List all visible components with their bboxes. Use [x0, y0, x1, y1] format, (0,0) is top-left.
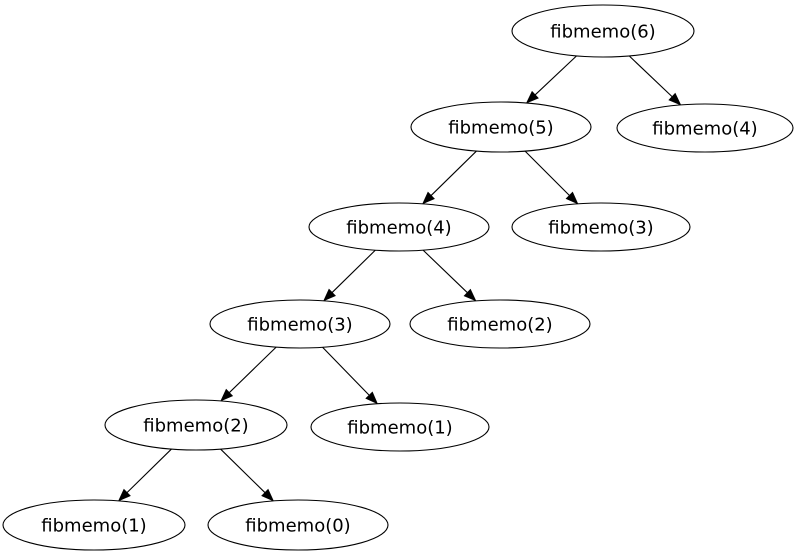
node-label: fibmemo(1) — [41, 516, 146, 537]
node-ellipse-shape[interactable] — [104, 399, 288, 451]
edge-line — [331, 249, 376, 293]
edges-layer — [117, 55, 682, 502]
graph-edge — [422, 249, 477, 302]
edge-line — [126, 448, 172, 493]
graph-edge — [628, 55, 682, 106]
node-ellipse-shape[interactable] — [409, 299, 591, 349]
graph-node[interactable]: fibmemo(2) — [409, 299, 591, 349]
graph-edge — [422, 150, 477, 205]
graph-node[interactable]: fibmemo(2) — [104, 399, 288, 451]
node-ellipse-shape[interactable] — [410, 101, 592, 153]
graph-edge — [220, 448, 275, 502]
graph-node[interactable]: fibmemo(5) — [410, 101, 592, 153]
edge-line — [524, 150, 570, 196]
edge-line — [220, 448, 266, 493]
graph-edge — [220, 346, 277, 402]
graph-node[interactable]: fibmemo(1) — [2, 499, 186, 551]
node-label: fibmemo(2) — [143, 416, 248, 437]
graph-node[interactable]: fibmemo(4) — [308, 202, 490, 252]
graph-node[interactable]: fibmemo(6) — [511, 4, 695, 58]
graph-edge — [524, 150, 579, 205]
node-ellipse-shape[interactable] — [207, 499, 389, 551]
node-ellipse-shape[interactable] — [310, 402, 490, 452]
node-label: fibmemo(0) — [245, 516, 350, 537]
node-ellipse-shape[interactable] — [2, 499, 186, 551]
edge-arrowhead-icon — [668, 92, 682, 106]
node-label: fibmemo(5) — [448, 118, 553, 139]
edge-arrowhead-icon — [117, 488, 131, 502]
graph-edge — [117, 448, 172, 502]
edge-line — [628, 55, 673, 98]
graph-node[interactable]: fibmemo(0) — [207, 499, 389, 551]
nodes-layer: fibmemo(6) fibmemo(5) fibmemo(4) fibmemo(4)… — [2, 4, 794, 551]
edge-arrowhead-icon — [220, 388, 234, 402]
edge-arrowhead-icon — [463, 288, 477, 302]
node-label: fibmemo(3) — [548, 218, 653, 239]
edge-arrowhead-icon — [365, 391, 379, 405]
graph-node[interactable]: fibmemo(3) — [209, 299, 391, 349]
edge-arrowhead-icon — [422, 191, 435, 205]
node-ellipse-shape[interactable] — [511, 202, 691, 252]
node-label: fibmemo(4) — [652, 119, 757, 140]
edge-line — [228, 346, 277, 393]
edge-line — [422, 249, 468, 293]
node-ellipse-shape[interactable] — [511, 4, 695, 58]
node-ellipse-shape[interactable] — [308, 202, 490, 252]
edge-arrowhead-icon — [323, 288, 336, 302]
graph-node[interactable]: fibmemo(4) — [616, 103, 794, 153]
graph-edge — [322, 346, 379, 405]
edge-arrowhead-icon — [565, 191, 579, 205]
node-label: fibmemo(3) — [247, 315, 352, 336]
node-label: fibmemo(2) — [447, 315, 552, 336]
node-ellipse-shape[interactable] — [616, 103, 794, 153]
node-ellipse-shape[interactable] — [209, 299, 391, 349]
graph-edge — [323, 249, 376, 302]
graph-edge — [525, 55, 577, 104]
node-label: fibmemo(1) — [347, 418, 452, 439]
node-label: fibmemo(4) — [346, 218, 451, 239]
node-label: fibmemo(6) — [550, 22, 655, 43]
edge-arrowhead-icon — [261, 488, 275, 502]
graph-node[interactable]: fibmemo(1) — [310, 402, 490, 452]
edge-line — [534, 55, 577, 96]
edge-line — [322, 346, 370, 396]
edge-line — [430, 150, 477, 196]
graph-node[interactable]: fibmemo(3) — [511, 202, 691, 252]
edge-arrowhead-icon — [525, 90, 539, 104]
